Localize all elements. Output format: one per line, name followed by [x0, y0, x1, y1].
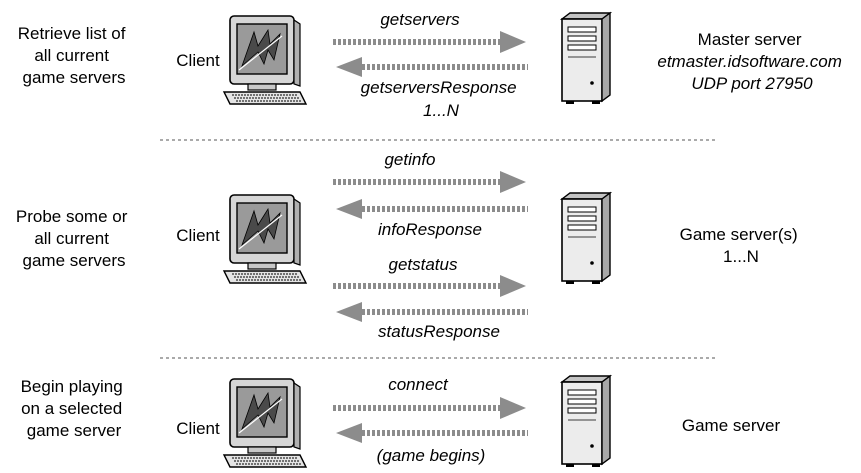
- message-label: statusResponse: [378, 322, 500, 341]
- message-label: getstatus: [389, 255, 458, 274]
- server-tower-icon: [561, 192, 611, 285]
- section-game-servers-probe: Probe some or all current game servers C…: [16, 150, 803, 341]
- message-label: connect: [388, 375, 449, 394]
- step-line: game servers: [23, 68, 126, 87]
- arrow-right: [333, 397, 526, 419]
- message-label: (game begins): [377, 446, 486, 465]
- server-tower-icon: [561, 375, 611, 468]
- arrow-left: [336, 302, 528, 322]
- arrow-right: [333, 275, 526, 297]
- step-line: Retrieve list of: [18, 24, 126, 43]
- step-description: Begin playing on a selected game server: [21, 377, 128, 440]
- message-label: getserversResponse 1...N: [361, 78, 522, 120]
- computer-icon: [223, 378, 307, 468]
- message-label: getservers: [380, 10, 460, 29]
- message-label: infoResponse: [378, 220, 482, 239]
- arrow-left: [336, 423, 528, 443]
- step-description: Probe some or all current game servers: [16, 207, 132, 270]
- client-label: Client: [176, 51, 220, 70]
- step-description: Retrieve list of all current game server…: [18, 24, 130, 87]
- arrow-right: [333, 171, 526, 193]
- client-label: Client: [176, 419, 220, 438]
- server-tower-icon: [561, 12, 611, 105]
- server-label: Game server(s) 1...N: [680, 225, 803, 266]
- server-label: Master server etmaster.idsoftware.com UD…: [657, 30, 846, 93]
- message-label: getinfo: [384, 150, 435, 169]
- computer-icon: [223, 15, 307, 105]
- step-line: all current: [34, 46, 109, 65]
- server-label: Game server: [682, 416, 781, 435]
- section-master-server: Retrieve list of all current game server…: [18, 10, 846, 120]
- section-game-server-connect: Begin playing on a selected game server …: [21, 375, 781, 468]
- arrow-left: [336, 57, 528, 77]
- client-label: Client: [176, 226, 220, 245]
- computer-icon: [223, 194, 307, 284]
- arrow-left: [336, 199, 528, 219]
- arrow-right: [333, 31, 526, 53]
